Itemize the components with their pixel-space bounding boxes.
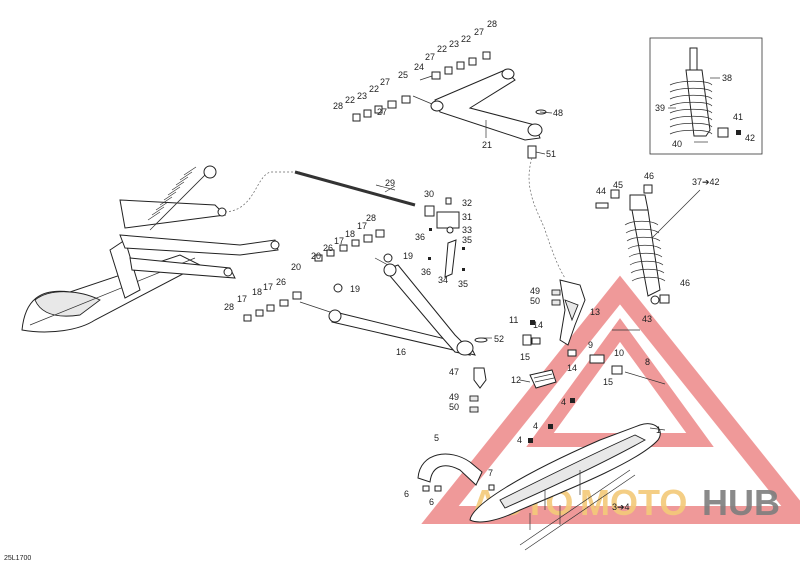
callout-12: 12 (511, 375, 521, 385)
part-spindle-13 (522, 279, 666, 389)
callout-5: 5 (434, 433, 439, 443)
callout-49: 49 (449, 392, 459, 402)
callout-17: 17 (237, 294, 247, 304)
part-upper-a-arm-21 (352, 51, 566, 279)
callout-32: 32 (462, 198, 472, 208)
callout-28: 28 (333, 101, 343, 111)
callout-18: 18 (252, 287, 262, 297)
part-handle-5 (417, 453, 495, 492)
callout-43: 43 (642, 314, 652, 324)
callout-18: 18 (345, 229, 355, 239)
callout-38: 38 (722, 73, 732, 83)
callout-35: 35 (458, 279, 468, 289)
callout-22: 22 (345, 95, 355, 105)
callout-6: 6 (429, 497, 434, 507)
part-lower-a-arm-16 (243, 229, 488, 413)
callout-47: 47 (449, 367, 459, 377)
part-stabilizer-link (424, 197, 465, 278)
callout-40: 40 (672, 139, 682, 149)
callout-27: 27 (425, 52, 435, 62)
callout-13: 13 (590, 307, 600, 317)
callout-36: 36 (421, 267, 431, 277)
callout-14: 14 (533, 320, 543, 330)
callout-17: 17 (263, 282, 273, 292)
callout-30: 30 (424, 189, 434, 199)
callout-26: 26 (276, 277, 286, 287)
assembled-suspension-illustration (21, 165, 280, 333)
callout-10: 10 (614, 348, 624, 358)
callout-15: 15 (603, 377, 613, 387)
diagram-code: 25L1700 (4, 555, 31, 562)
callout-20: 20 (311, 251, 321, 261)
callout-17: 17 (334, 236, 344, 246)
callout-48: 48 (553, 108, 563, 118)
callout-leaders (375, 77, 720, 431)
callout-51: 51 (546, 149, 556, 159)
callout-6: 6 (404, 489, 409, 499)
callout-50: 50 (449, 402, 459, 412)
callout-labels: 28 27 22 23 22 27 24 25 27 22 23 28 22 2… (224, 19, 755, 512)
callout-1: 1 (656, 425, 661, 435)
part-rod-29 (294, 170, 416, 207)
callout-42: 42 (745, 133, 755, 143)
callout-27: 27 (474, 27, 484, 37)
callout-16: 16 (396, 347, 406, 357)
callout-19: 19 (403, 251, 413, 261)
callout-4: 4 (561, 397, 566, 407)
callout-26: 26 (323, 243, 333, 253)
callout-45: 45 (613, 180, 623, 190)
watermark-moto: MOTO (580, 482, 687, 523)
callout-39: 39 (655, 103, 665, 113)
callout-22: 22 (369, 84, 379, 94)
callout-7: 7 (488, 468, 493, 478)
callout-4: 4 (517, 435, 522, 445)
callout-36: 36 (415, 232, 425, 242)
callout-52: 52 (494, 334, 504, 344)
part-ski-1 (469, 398, 661, 551)
callout-21: 21 (482, 140, 492, 150)
callout-22: 22 (437, 44, 447, 54)
callout-29: 29 (385, 178, 395, 188)
callout-34: 34 (438, 275, 448, 285)
callout-4: 4 (533, 421, 538, 431)
callout-46: 46 (680, 278, 690, 288)
callout-31: 31 (462, 212, 472, 222)
part-shock-37 (595, 184, 670, 305)
callout-41: 41 (733, 112, 743, 122)
callout-3-4: 3➔4 (612, 502, 630, 512)
callout-35: 35 (462, 235, 472, 245)
callout-20: 20 (291, 262, 301, 272)
callout-11: 11 (509, 315, 518, 325)
callout-33: 33 (462, 225, 472, 235)
callout-23: 23 (357, 91, 367, 101)
callout-28: 28 (487, 19, 497, 29)
callout-23: 23 (449, 39, 459, 49)
watermark-hub: HUB (702, 482, 780, 523)
callout-24: 24 (414, 62, 424, 72)
callout-22: 22 (461, 34, 471, 44)
callout-28: 28 (366, 213, 376, 223)
callout-15: 15 (520, 352, 530, 362)
callout-50: 50 (530, 296, 540, 306)
callout-46: 46 (644, 171, 654, 181)
callout-28: 28 (224, 302, 234, 312)
callout-8: 8 (645, 357, 650, 367)
callout-14: 14 (567, 363, 577, 373)
leader-29-dash (224, 171, 300, 213)
callout-44: 44 (596, 186, 606, 196)
callout-9: 9 (588, 340, 593, 350)
callout-27: 27 (380, 77, 390, 87)
callout-17: 17 (357, 221, 367, 231)
inset-box-shock (649, 37, 763, 155)
callout-49: 49 (530, 286, 540, 296)
callout-27: 27 (377, 107, 387, 117)
callout-37-42: 37➔42 (692, 177, 720, 187)
callout-25: 25 (398, 70, 408, 80)
callout-19: 19 (350, 284, 360, 294)
